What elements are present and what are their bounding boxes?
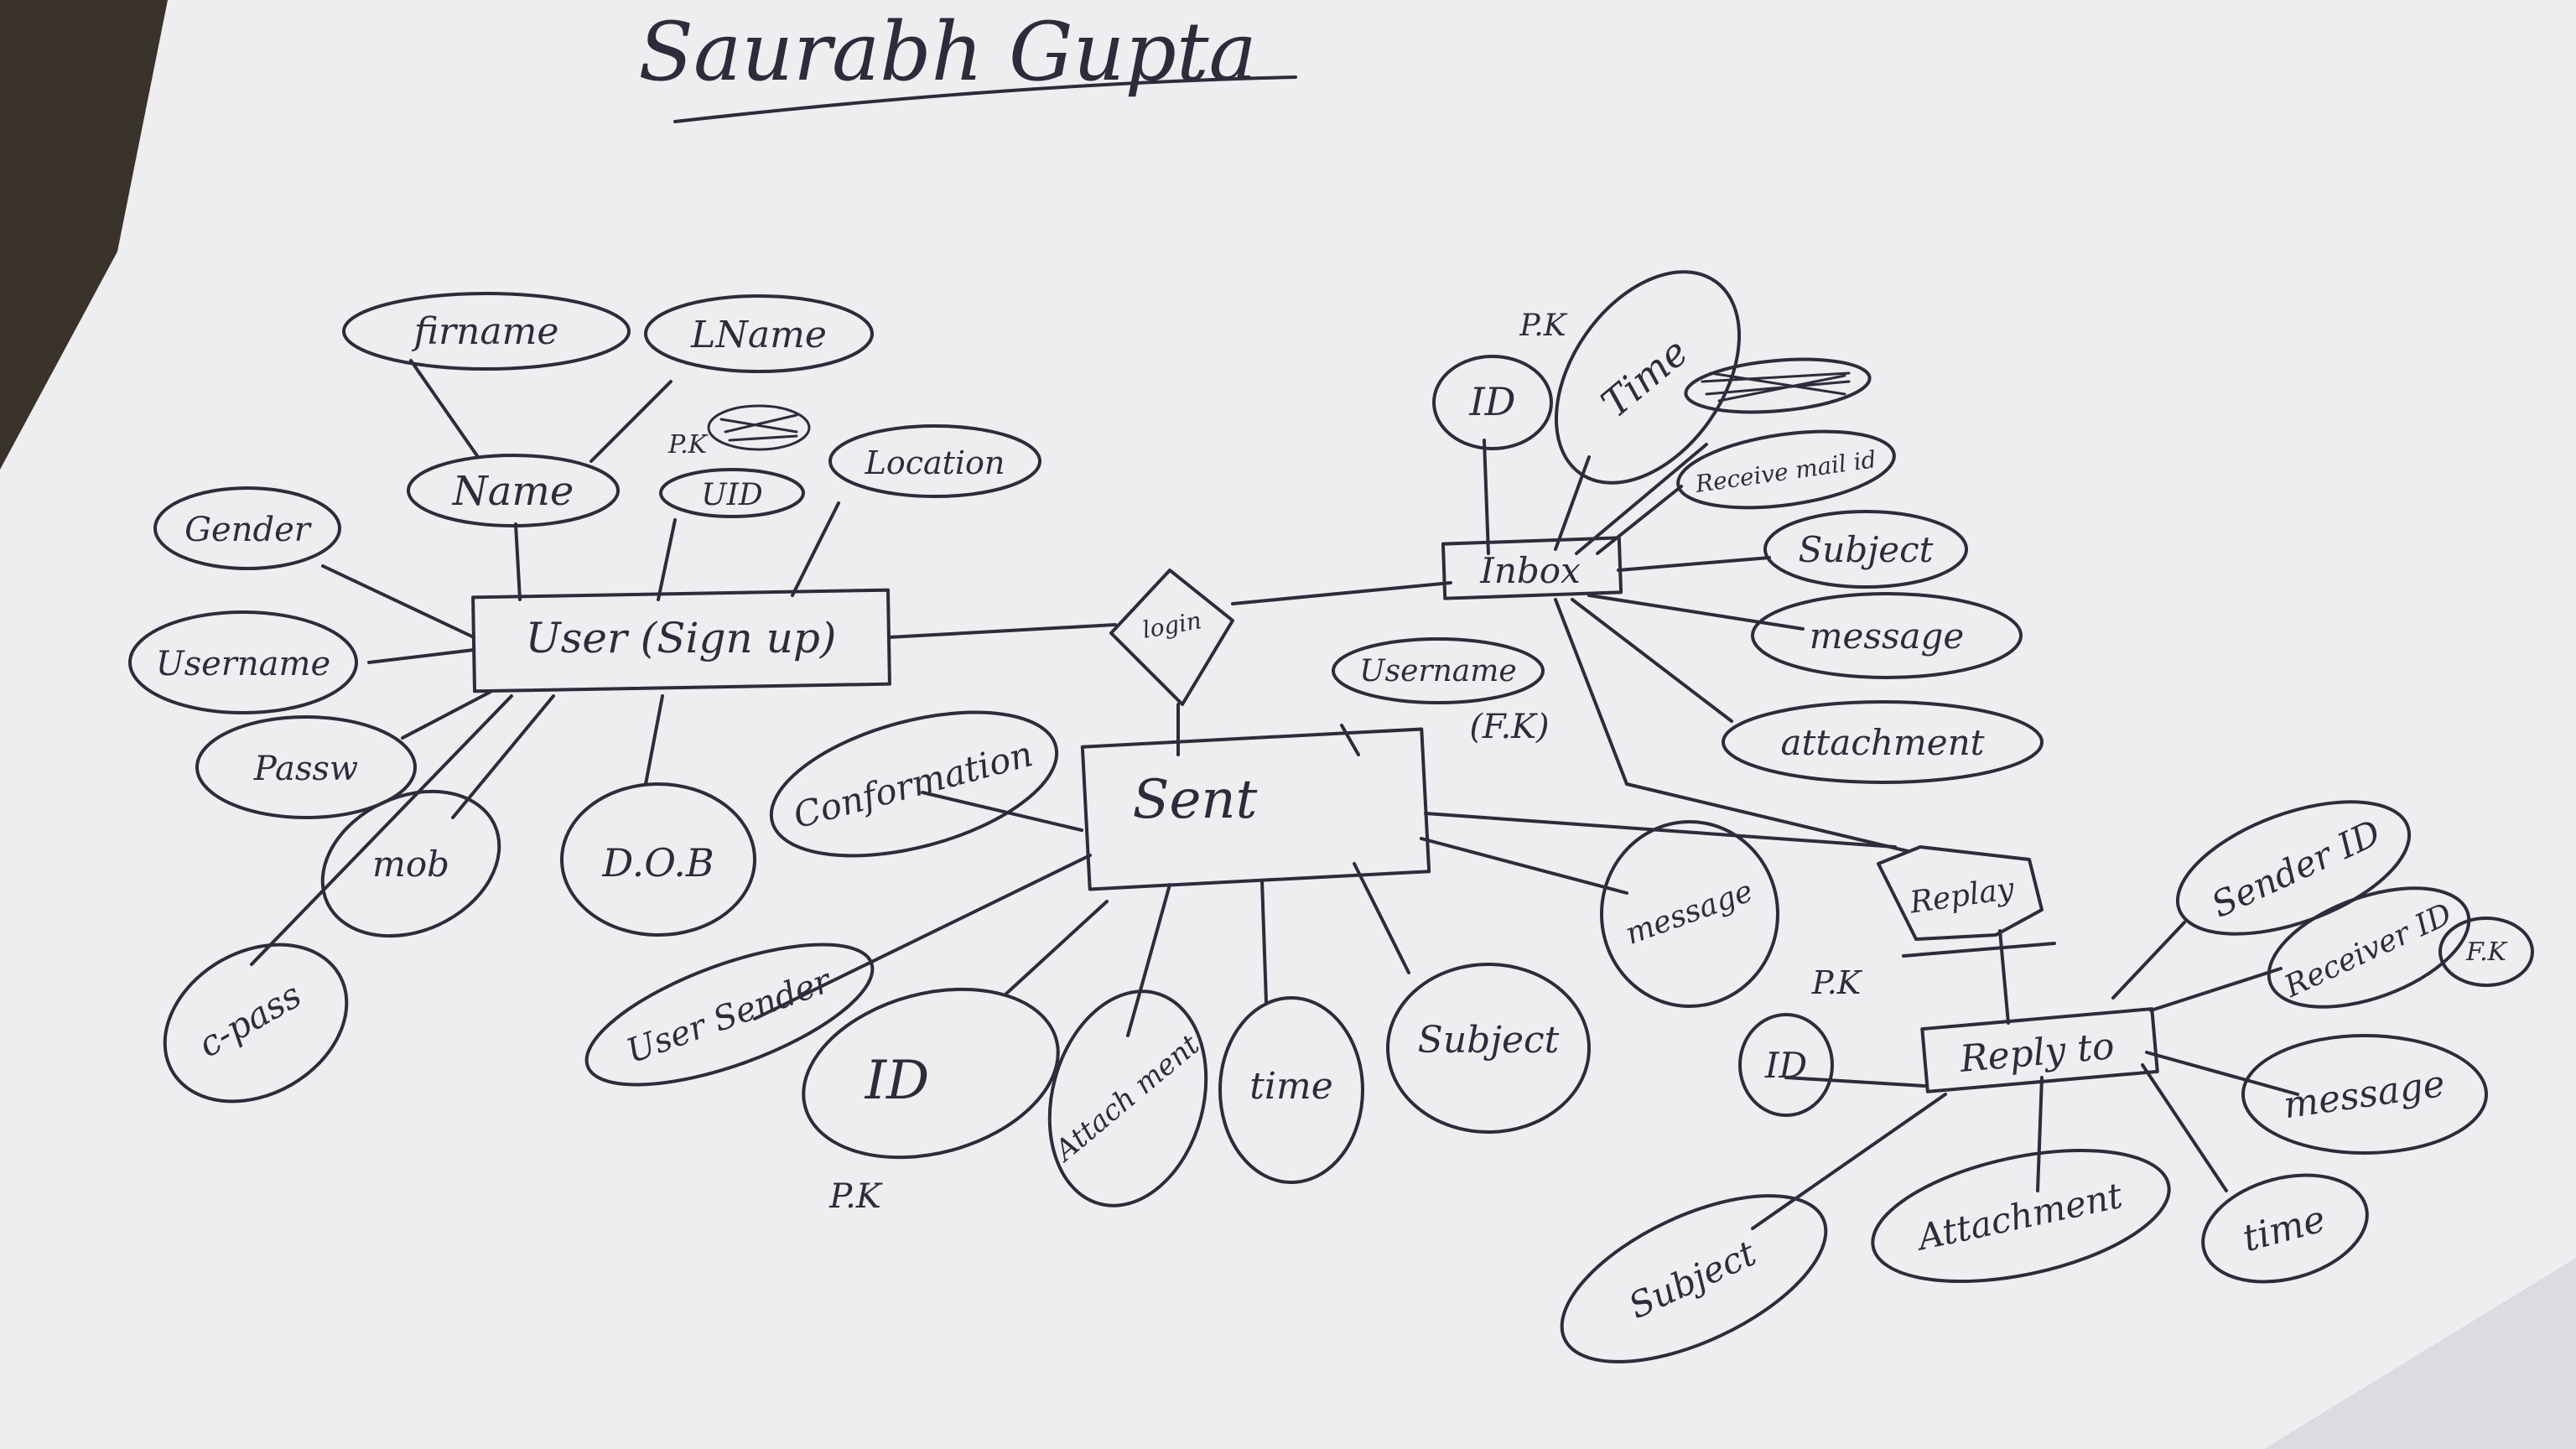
attr-lname: LName — [644, 294, 874, 373]
attr-mob: mob — [320, 789, 501, 938]
attr-gender: Gender — [153, 486, 341, 570]
inbox-message-label: message — [1810, 615, 1965, 657]
attr-inbox-message: message — [1751, 592, 2023, 679]
sent-id-label: ID — [865, 1050, 930, 1112]
attr-sent-username: Username (F.K) — [1332, 637, 1550, 746]
entity-sent-label: Sent — [1133, 769, 1258, 831]
sent-username-label: Username — [1359, 654, 1516, 688]
inbox-subject-label: Subject — [1799, 529, 1934, 570]
dob-label: D.O.B — [601, 840, 714, 886]
paper-shadow — [2264, 1258, 2576, 1449]
firstname-label: firname — [412, 310, 559, 353]
attr-inbox-scribbled — [1684, 357, 1872, 414]
sent-time-label: time — [1249, 1065, 1333, 1108]
pk-uid-label: P.K — [667, 430, 709, 460]
entity-sent: Sent — [1080, 727, 1431, 891]
fk-sent-username-label: (F.K) — [1469, 708, 1549, 746]
entity-user-label: User (Sign up) — [526, 614, 837, 662]
inbox-id-label: ID — [1468, 379, 1515, 424]
attr-inbox-id: ID P.K — [1432, 309, 1568, 450]
sent-subject-label: Subject — [1418, 1019, 1560, 1062]
password-label: Passw — [253, 750, 358, 788]
entity-inbox: Inbox — [1441, 536, 1623, 600]
title-text: Saurabh Gupta — [638, 5, 1257, 99]
attr-password: Passw — [195, 715, 417, 819]
uid-label: UID — [701, 478, 763, 512]
mob-label: mob — [372, 844, 449, 885]
attr-inbox-subject: Subject — [1763, 510, 1968, 589]
pk-reply-id-label: P.K — [1811, 964, 1863, 1001]
page-title: Saurabh Gupta — [638, 5, 1297, 123]
gender-label: Gender — [184, 511, 313, 549]
connector-lines — [250, 359, 2299, 1230]
pk-sent-id-label: P.K — [828, 1177, 883, 1216]
attr-inbox-attachment: attachment — [1722, 700, 2044, 784]
attr-sent-time: time — [1218, 996, 1364, 1184]
entity-inbox-label: Inbox — [1479, 550, 1581, 591]
location-label: Location — [865, 444, 1005, 481]
name-label: Name — [452, 468, 574, 515]
username-label: Username — [156, 645, 330, 683]
attr-reply-id: ID P.K — [1738, 964, 1863, 1117]
reply-id-label: ID — [1764, 1045, 1807, 1086]
attr-location: Location — [828, 424, 1041, 498]
fk-receiver-label: F.K — [2465, 937, 2508, 967]
attr-sent-subject: Subject — [1386, 963, 1591, 1134]
inbox-attachment-label: attachment — [1780, 722, 1984, 763]
attr-name: Name — [407, 454, 620, 527]
entity-user: User (Sign up) — [471, 588, 891, 693]
attr-firstname: firname — [342, 292, 631, 371]
pk-inbox-id-label: P.K — [1519, 309, 1567, 343]
attr-sent-id: ID P.K — [802, 987, 1060, 1216]
attr-username: Username — [128, 610, 358, 714]
attr-uid: UID P.K — [659, 404, 811, 518]
lname-label: LName — [690, 314, 827, 356]
attr-dob: D.O.B — [560, 782, 756, 937]
